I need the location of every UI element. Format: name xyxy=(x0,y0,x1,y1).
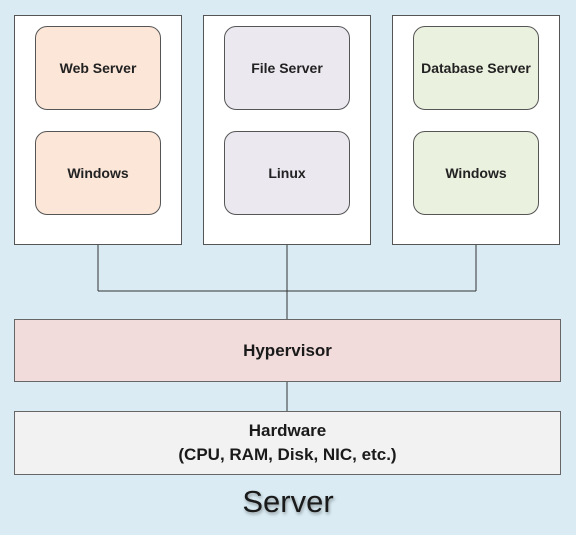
application-box: Database Server xyxy=(413,26,539,110)
os-box: Windows xyxy=(35,131,161,215)
hardware-details: (CPU, RAM, Disk, NIC, etc.) xyxy=(178,445,397,464)
os-box: Linux xyxy=(224,131,350,215)
vm-file-server: File Server Linux xyxy=(203,15,371,245)
os-box: Windows xyxy=(413,131,539,215)
application-box: Web Server xyxy=(35,26,161,110)
hardware-layer: Hardware (CPU, RAM, Disk, NIC, etc.) xyxy=(14,411,561,475)
hypervisor-layer: Hypervisor xyxy=(14,319,561,382)
hypervisor-label: Hypervisor xyxy=(243,340,332,360)
application-box: File Server xyxy=(224,26,350,110)
vm-web-server: Web Server Windows xyxy=(14,15,182,245)
vm-database-server: Database Server Windows xyxy=(392,15,560,245)
diagram-caption: Server xyxy=(242,484,334,519)
hardware-label: Hardware xyxy=(248,421,327,440)
